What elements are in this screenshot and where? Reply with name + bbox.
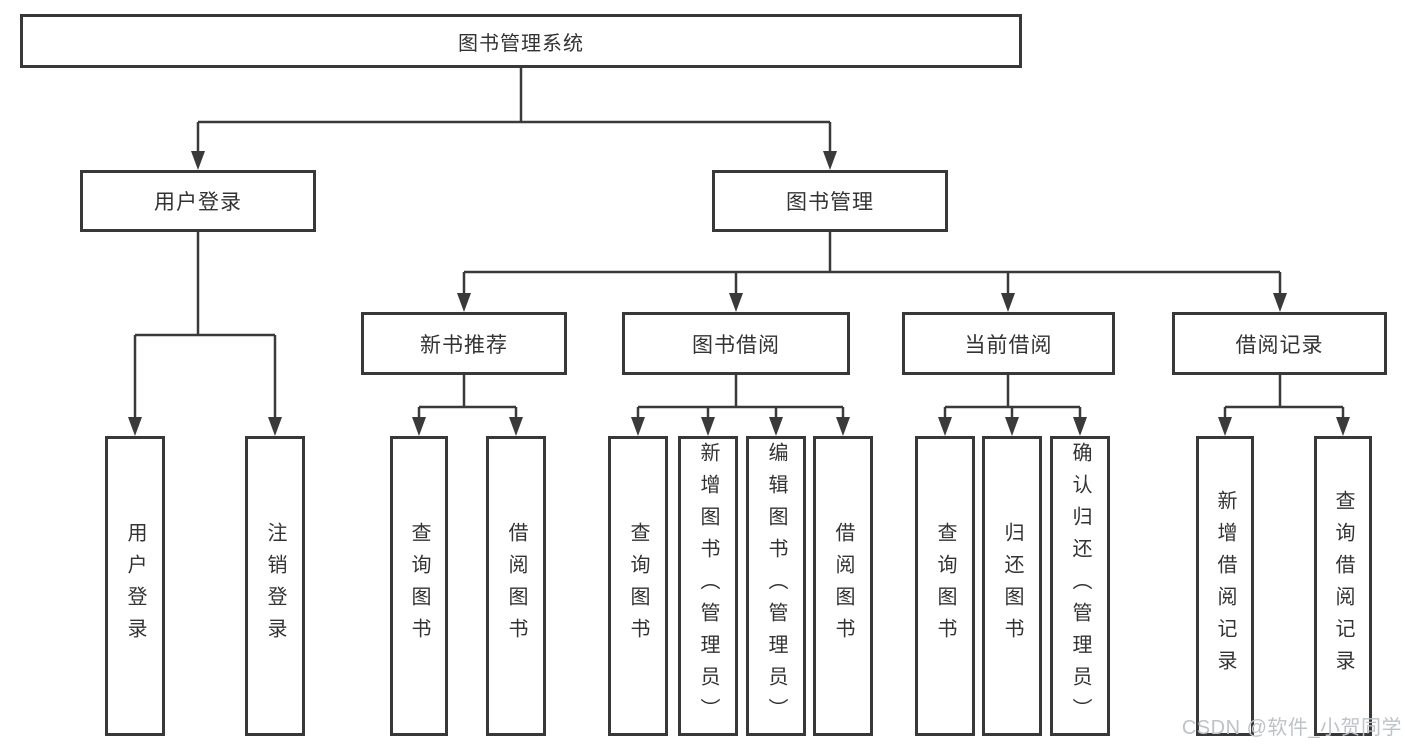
node-borrow-records: 借阅记录 [1172,312,1387,375]
leaf-edit-books-admin-label: 编辑图书（管理员） [765,442,787,730]
leaf-confirm-return-admin-label: 确认归还（管理员） [1069,442,1091,730]
leaf-return-books-label: 归还图书 [1001,522,1023,650]
connector-current-borrow-children [938,375,1087,436]
node-book-management-label: 图书管理 [786,191,874,214]
node-book-management: 图书管理 [712,170,948,232]
leaf-query-books-current: 查询图书 [915,436,975,736]
connector-user-login-children [128,232,282,436]
leaf-user-login: 用户登录 [105,436,165,736]
leaf-add-borrow-record: 新增借阅记录 [1196,436,1254,736]
node-borrow-records-label: 借阅记录 [1235,333,1324,357]
node-current-borrow-label: 当前借阅 [964,333,1053,357]
node-root: 图书管理系统 [20,14,1022,68]
leaf-add-books-admin: 新增图书（管理员） [678,436,738,736]
leaf-add-books-admin-label: 新增图书（管理员） [697,442,719,730]
leaf-borrow-books: 借阅图书 [813,436,873,736]
node-new-book-recommend-label: 新书推荐 [420,333,508,357]
connector-borrow-records-children [1218,375,1350,436]
connector-book-borrow-children [631,375,850,436]
node-user-login-label: 用户登录 [154,191,242,214]
leaf-return-books: 归还图书 [982,436,1042,736]
leaf-query-books-recommend: 查询图书 [390,436,448,736]
leaf-confirm-return-admin: 确认归还（管理员） [1050,436,1110,736]
node-current-borrow: 当前借阅 [902,312,1115,375]
connector-new-book-children [412,375,523,436]
csdn-watermark: CSDN @软件_小贺同学 [1181,717,1402,739]
leaf-query-books-borrow-label: 查询图书 [627,522,649,650]
leaf-query-books-current-label: 查询图书 [934,522,956,650]
leaf-borrow-books-label: 借阅图书 [832,522,854,650]
node-book-borrow-label: 图书借阅 [692,333,780,357]
leaf-borrow-books-recommend: 借阅图书 [486,436,546,736]
connector-root-to-level2 [191,68,837,170]
connector-book-management-children [457,232,1287,312]
node-user-login: 用户登录 [80,170,316,232]
leaf-borrow-books-recommend-label: 借阅图书 [505,522,527,650]
leaf-query-borrow-record-label: 查询借阅记录 [1332,490,1354,682]
node-root-label: 图书管理系统 [458,32,584,55]
node-new-book-recommend: 新书推荐 [361,312,567,375]
leaf-logout-label: 注销登录 [264,522,286,650]
leaf-user-login-label: 用户登录 [124,522,146,650]
leaf-query-borrow-record: 查询借阅记录 [1314,436,1372,736]
leaf-query-books-recommend-label: 查询图书 [408,522,430,650]
leaf-logout: 注销登录 [245,436,305,736]
node-book-borrow: 图书借阅 [622,312,850,375]
leaf-edit-books-admin: 编辑图书（管理员） [746,436,806,736]
leaf-query-books-borrow: 查询图书 [608,436,668,736]
leaf-add-borrow-record-label: 新增借阅记录 [1214,490,1236,682]
